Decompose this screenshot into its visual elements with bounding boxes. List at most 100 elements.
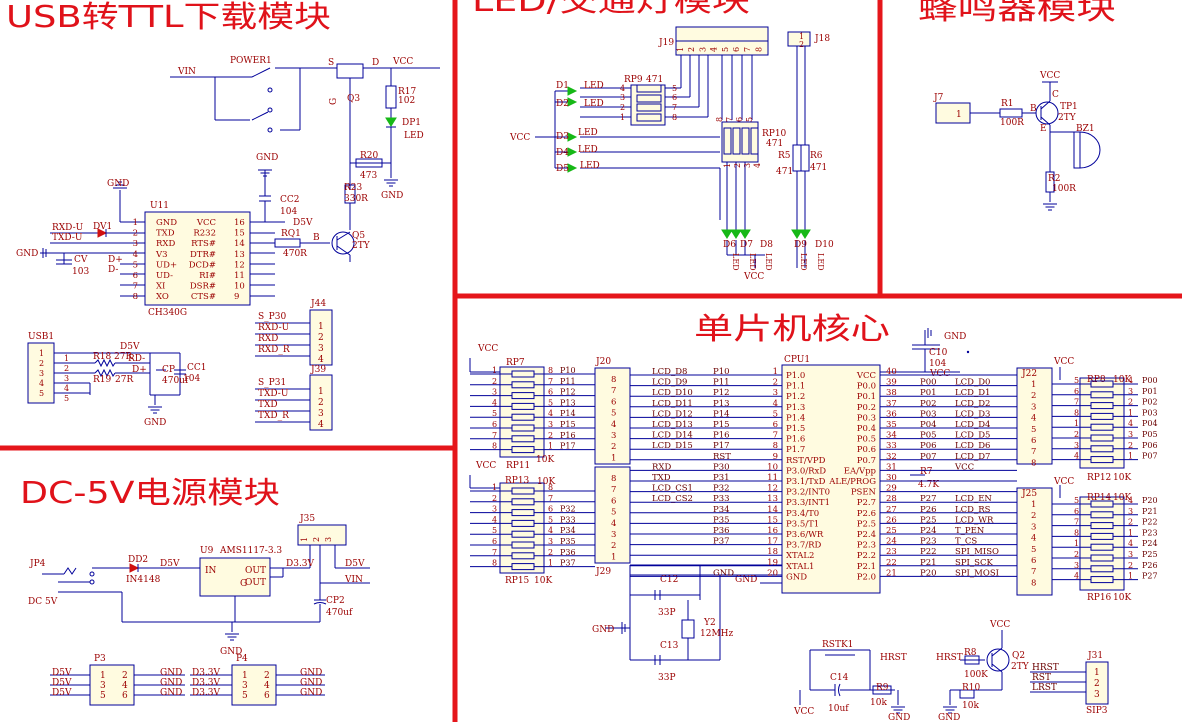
j20-pin-number: 8: [611, 375, 616, 385]
label-rdminus: RD-: [128, 354, 145, 364]
rp-net-label: P15: [560, 420, 576, 429]
rp-pin-number: 8: [492, 442, 497, 451]
j25-pin-number: 3: [1031, 522, 1036, 532]
cpu-right-pin-number: 22: [886, 558, 897, 568]
label-y2: Y2: [703, 618, 716, 628]
cpu-right-pin-label: LCD_WR: [955, 515, 994, 525]
cpu-right-pin-name: P0.5: [857, 435, 876, 445]
ch340-pin-number: 15: [234, 229, 245, 239]
label-d2: D2: [556, 99, 569, 109]
cpu-left-pin-name: P1.5: [786, 424, 805, 434]
label-d10-led: LED: [816, 253, 825, 271]
ch340-pin-number: 1: [133, 218, 138, 228]
j22-pin-number: 1: [1031, 380, 1036, 390]
usb1-pin-number: 3: [39, 369, 44, 378]
rp-pin-number: 3: [492, 388, 497, 397]
rp-net-label: P01: [1142, 387, 1158, 396]
mcu-core-module: GND C10 104 VCC CPU1 R7 4.7K J20 J29 J22…: [469, 328, 1158, 722]
rp9-pin-number: 7: [672, 103, 677, 112]
rp-net-label: P35: [560, 537, 576, 546]
cpu-left-pin-net: P36: [713, 526, 730, 536]
label-cv: CV: [74, 255, 88, 265]
rp-pin-number: 5: [492, 409, 497, 418]
label-u11: U11: [150, 201, 169, 211]
cpu-right-pin-name: P2.2: [857, 551, 876, 561]
label-r1-val: 100R: [1000, 118, 1024, 128]
label-r17: R17: [398, 87, 417, 97]
label-d5-led: LED: [580, 161, 600, 171]
ch340-pin-number: 7: [133, 282, 138, 292]
label-rp7: RP7: [506, 358, 525, 368]
label-power-gnd: GND: [220, 647, 242, 657]
ch340-pin-name: TXD: [156, 229, 175, 239]
p3-net-label: GND: [160, 688, 182, 698]
label-cc2: CC2: [280, 195, 300, 205]
rp-net-label: P12: [560, 388, 576, 397]
cpu-left-pin-net: P12: [713, 388, 730, 398]
cpu-right-pin-net: P26: [920, 505, 937, 515]
rp-pin-number: 4: [1128, 496, 1133, 505]
label-d7: D7: [740, 240, 753, 250]
label-r7: R7: [920, 467, 933, 477]
rp-pin-number: 7: [1074, 518, 1079, 527]
cpu-right-pin-number: 26: [886, 515, 897, 525]
label-rp14: RP14: [1087, 493, 1112, 503]
label-j7: J7: [933, 93, 944, 103]
ch340-pin-name: DCD#: [189, 260, 216, 270]
cpu-right-pin-net: P20: [920, 568, 937, 578]
rp-pin-number: 3: [1128, 430, 1133, 439]
rp-net-label: P36: [560, 548, 576, 557]
rp-pin-number: 1: [548, 442, 553, 451]
rp-net-label: P03: [1142, 408, 1158, 417]
usb1-pin-number: 4: [39, 379, 44, 388]
rp-net-label: P33: [560, 515, 576, 524]
label-vcc-rp13: VCC: [475, 461, 496, 471]
rp-pin-number: 7: [492, 431, 497, 440]
rp9-pin-number: 5: [672, 84, 677, 93]
cpu-right-pin-number: 33: [886, 441, 897, 451]
label-cp2: CP2: [326, 596, 345, 606]
ch340-pin-name: RTS#: [191, 239, 216, 249]
label-rp16: RP16: [1087, 593, 1112, 603]
j31-net-label: LRST: [1032, 683, 1057, 693]
j20-pin-number: 3: [611, 431, 616, 441]
rp10-pin-number: 4: [753, 163, 762, 168]
p3-pin-number: 5: [100, 691, 106, 701]
rp-pin-number: 1: [492, 483, 497, 492]
cpu-left-pin-label: LCD_CS1: [652, 484, 693, 494]
j22-pin-number: 2: [1031, 391, 1036, 401]
cpu-left-pin-number: 9: [773, 452, 778, 462]
cpu-right-pin-number: 39: [886, 378, 897, 388]
j19-pin-number: 5: [721, 47, 730, 52]
cpu-right-pin-name: P2.5: [857, 519, 876, 529]
label-d5v-out: D5V: [345, 559, 365, 569]
p3-net-label: GND: [160, 678, 182, 688]
rp-pin-number: 4: [1128, 419, 1133, 428]
label-hrst-in: HRST: [936, 653, 963, 663]
ch340-pin-number: 6: [133, 271, 138, 281]
rp-pin-number: 8: [548, 366, 553, 375]
cpu-right-pin-number: 24: [886, 537, 897, 547]
rp-net-label: P16: [560, 431, 576, 440]
label-vcc-rp7: VCC: [477, 344, 498, 354]
label-usb-dplus: D+: [132, 365, 147, 375]
cpu-right-pin-net: P03: [920, 409, 937, 419]
cpu-right-pin-label: LCD_RS: [955, 505, 991, 515]
label-cp2-val: 470uf: [326, 608, 353, 618]
j44-net-label: S_P30: [258, 312, 286, 322]
title-usb-ttl: USB转TTL下载模块: [6, 0, 331, 35]
label-dd2: DD2: [128, 555, 148, 565]
rp-net-label: P22: [1142, 518, 1158, 527]
j39-pin-number: 3: [318, 409, 324, 419]
rp-pin-number: 2: [1128, 561, 1133, 570]
cpu-left-pin-net: P32: [713, 484, 730, 494]
label-d2-led: LED: [584, 99, 604, 109]
cpu-right-pin-label: SPI_MISO: [955, 547, 999, 557]
label-dplus: D+: [108, 255, 123, 265]
cpu-left-pin-number: 4: [773, 399, 778, 409]
cpu-left-pin-label: LCD_D11: [652, 399, 693, 409]
rp-net-label: P25: [1142, 550, 1158, 559]
rp-pin-number: 4: [1074, 572, 1079, 581]
cpu-left-pin-name: P1.7: [786, 445, 805, 455]
label-d6: D6: [723, 240, 736, 250]
